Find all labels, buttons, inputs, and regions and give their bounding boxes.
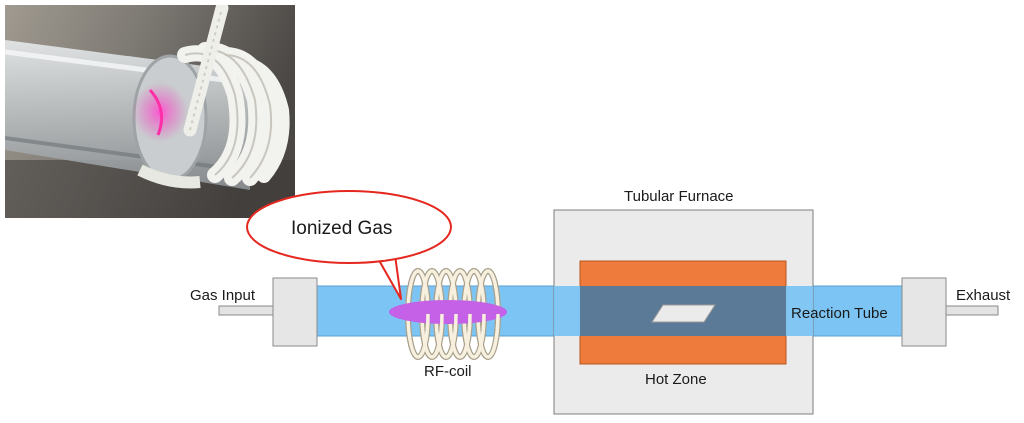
- rf-coil-front: [417, 313, 500, 359]
- ionized-gas-plasma: [389, 300, 507, 324]
- rf-coil-label: RF-coil: [424, 363, 472, 380]
- reaction-tube-label: Reaction Tube: [791, 305, 888, 322]
- exhaust-pipe: [945, 305, 999, 316]
- ionized-gas-callout-bubble: [246, 190, 452, 264]
- ionized-gas-callout: [375, 254, 402, 300]
- exhaust-label: Exhaust: [956, 287, 1011, 304]
- tubular-furnace-label: Tubular Furnace: [624, 188, 734, 205]
- exhaust-flange: [901, 277, 947, 347]
- substrate: [651, 304, 716, 323]
- inlet-flange: [272, 277, 318, 347]
- tube-through-furnace-gap-right: [786, 286, 813, 336]
- ionized-gas-label: Ionized Gas: [291, 218, 392, 239]
- hot-zone-label: Hot Zone: [645, 371, 707, 388]
- tube-through-furnace-gap: [554, 286, 580, 336]
- photo: [5, 5, 295, 218]
- inlet-pipe: [218, 305, 276, 316]
- gas-input-label: Gas Input: [190, 287, 256, 304]
